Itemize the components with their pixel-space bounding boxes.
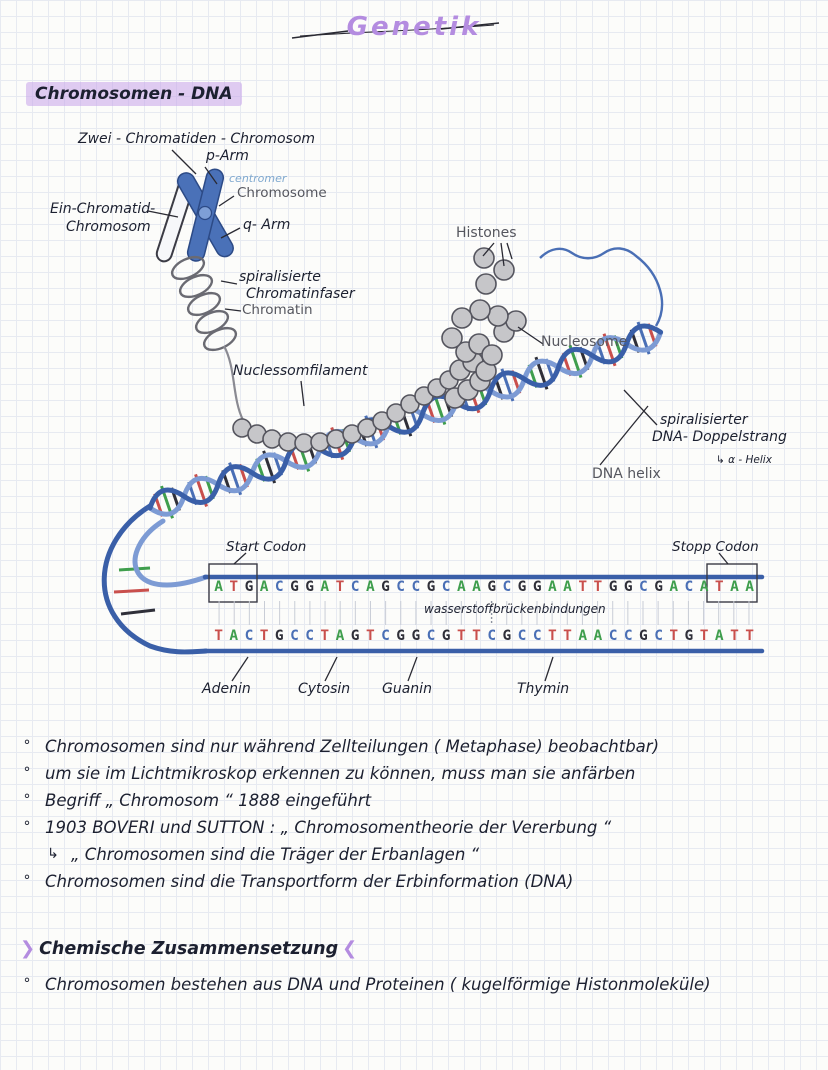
chevron-right-icon: ❯ [20, 938, 36, 959]
note-text: 1903 BOVERI und SUTTON : „ Chromosomenth… [45, 818, 612, 837]
section-heading-chemische: ❯Chemische Zusammensetzung❮ [16, 938, 361, 959]
title-flourish [291, 22, 500, 39]
label-p-arm: p-Arm [206, 148, 249, 164]
bullet-marker: ° [23, 792, 31, 808]
label-spiralisierte-2: Chromatinfaser [246, 286, 355, 302]
note-item-chemische: ° Chromosomen bestehen aus DNA und Prote… [18, 974, 711, 1001]
label-spiralisierter-2: DNA- Doppelstrang [652, 429, 787, 445]
dna-ladder [202, 563, 765, 654]
label-histones: Histones [456, 225, 517, 241]
start-codon-box [208, 563, 258, 603]
stopp-codon-box [706, 563, 758, 603]
note-text: Chromosomen sind die Transportform der E… [45, 872, 574, 891]
label-cytosin: Cytosin [298, 681, 351, 697]
chromatin-coil [170, 255, 244, 421]
note-item: ° 1903 BOVERI und SUTTON : „ Chromosomen… [18, 817, 818, 844]
label-spiralisierter-1: spiralisierter [660, 412, 748, 428]
label-dna-helix: DNA helix [592, 466, 661, 482]
bullet-marker: ° [23, 765, 31, 781]
page-title: Genetik [346, 12, 482, 42]
section-heading-chromosomen-dna: Chromosomen - DNA [26, 82, 242, 106]
label-guanin: Guanin [382, 681, 432, 697]
section-heading-text: Chemische Zusammensetzung [39, 939, 339, 959]
chevron-left-icon: ❮ [342, 938, 358, 959]
label-chromatin: Chromatin [242, 302, 313, 318]
dna-squiggle [539, 247, 664, 327]
label-ein-chromatid-2: Chromosom [66, 219, 151, 235]
note-text: Begriff „ Chromosom “ 1888 eingeführt [45, 791, 372, 810]
notes-list: ° Chromosomen sind nur während Zellteilu… [18, 736, 818, 898]
label-thymin: Thymin [517, 681, 570, 697]
label-ein-chromatid-1: Ein-Chromatid- [50, 201, 156, 217]
note-text: Chromosomen sind nur während Zellteilung… [45, 737, 660, 756]
label-q-arm: q- Arm [243, 217, 291, 233]
bullet-marker: ° [23, 873, 31, 889]
generated-artwork [147, 149, 750, 682]
label-nucleosomfilament: Nuclessomfilament [233, 363, 368, 379]
label-spiralisierte-1: spiralisierte [239, 269, 321, 285]
note-item: ° Chromosomen sind die Transportform der… [18, 871, 818, 898]
note-text: um sie im Lichtmikroskop erkennen zu kön… [45, 764, 636, 783]
bullet-marker: ° [23, 738, 31, 754]
note-item: ° Begriff „ Chromosom “ 1888 eingeführt [18, 790, 818, 817]
note-text: Chromosomen bestehen aus DNA und Protein… [45, 975, 711, 994]
bullet-marker: ° [23, 819, 31, 835]
label-nucleosome: Nucleosome [541, 334, 628, 350]
dna-left-loop [101, 503, 209, 655]
label-centromer: centromer [229, 172, 287, 185]
chromosome-shape [155, 168, 234, 263]
bullet-marker: ° [23, 976, 31, 992]
note-item-sub: ↳ „ Chromosomen sind die Träger der Erba… [44, 844, 818, 871]
label-wasserstoffbruecken: wasserstoffbrückenbindungen [424, 602, 606, 616]
note-text: „ Chromosomen sind die Träger der Erbanl… [71, 845, 480, 864]
label-alpha-helix: ↳ α - Helix [716, 454, 772, 466]
note-item: ° um sie im Lichtmikroskop erkennen zu k… [18, 763, 818, 790]
label-adenin: Adenin [202, 681, 251, 697]
label-start-codon: Start Codon [226, 539, 307, 555]
note-item: ° Chromosomen sind nur während Zellteilu… [18, 736, 818, 763]
arrow-marker: ↳ [47, 846, 59, 862]
label-chromosome: Chromosome [237, 185, 327, 201]
label-stopp-codon: Stopp Codon [672, 539, 759, 555]
label-zwei-chromatiden: Zwei - Chromatiden - Chromosom [78, 131, 316, 147]
